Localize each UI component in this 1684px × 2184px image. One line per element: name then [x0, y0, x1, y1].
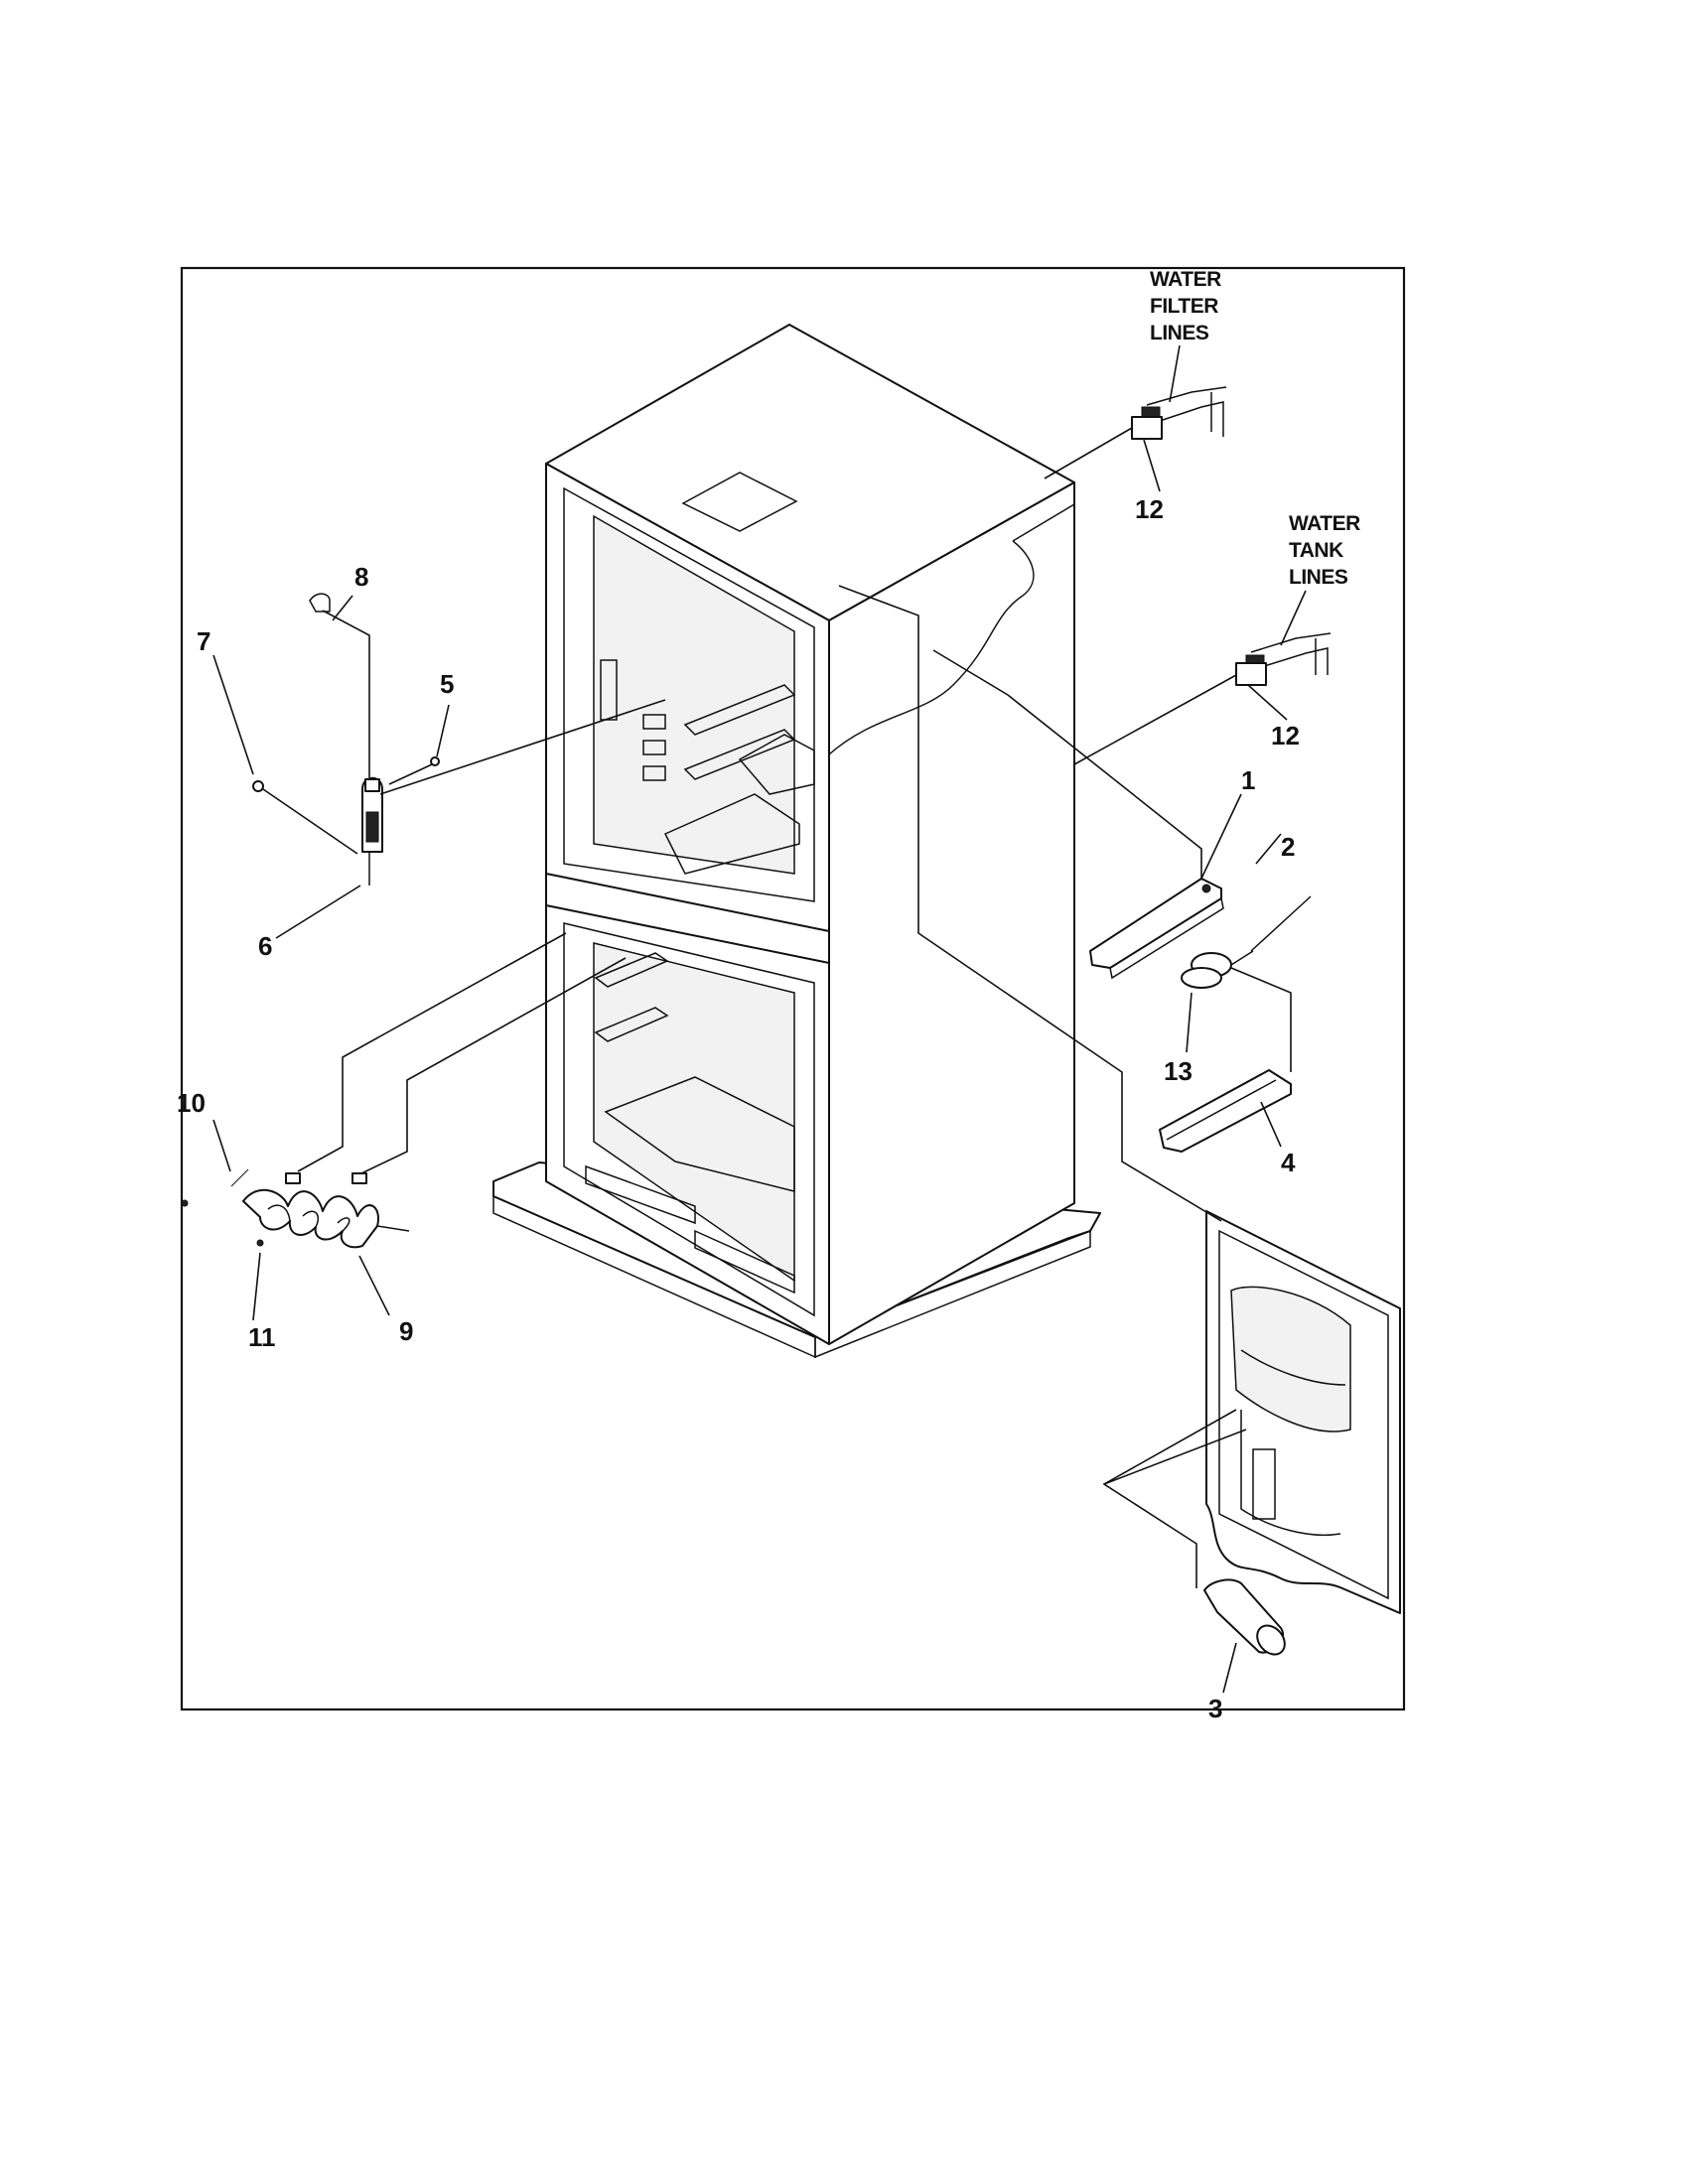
callout-12-lower: 12 [1271, 721, 1300, 751]
callout-13: 13 [1164, 1056, 1193, 1086]
water-line-connector-lower [1235, 632, 1332, 686]
callout-2: 2 [1281, 832, 1295, 862]
water-filter-lines-line-1: WATER [1150, 268, 1221, 291]
callout-labels: 1 2 3 4 5 6 7 8 9 10 11 12 12 13 [177, 494, 1300, 1723]
water-filter-lines-note: WATER FILTER LINES [1150, 268, 1222, 344]
refrigerator-door [1205, 1210, 1401, 1614]
leader-lines [212, 427, 1292, 1694]
water-filter-lines-line-3: LINES [1150, 322, 1209, 344]
water-tank-lines-line-2: TANK [1289, 539, 1343, 562]
water-line-connector-upper [1131, 386, 1227, 440]
callout-5: 5 [440, 669, 454, 699]
hinge-assembly [252, 593, 440, 886]
callout-10: 10 [177, 1088, 206, 1118]
callout-3: 3 [1208, 1694, 1222, 1723]
callout-8: 8 [354, 562, 368, 592]
diagram-frame [180, 266, 1406, 1711]
water-tank-lines-note: WATER TANK LINES [1289, 512, 1361, 589]
water-tank-lines-line-1: WATER [1289, 512, 1360, 535]
water-filter-lines-line-2: FILTER [1150, 295, 1218, 318]
callout-9: 9 [399, 1316, 413, 1346]
heater-assembly [181, 1168, 410, 1249]
part-13-thermostat [1181, 950, 1254, 989]
callout-1: 1 [1241, 765, 1255, 795]
refrigerator-cabinet [492, 324, 1101, 1359]
callout-4: 4 [1281, 1148, 1296, 1177]
callout-12-upper: 12 [1135, 494, 1164, 524]
callout-7: 7 [197, 626, 210, 656]
callout-11: 11 [248, 1322, 276, 1352]
part-2-probe [1250, 895, 1312, 952]
callout-6: 6 [258, 931, 272, 961]
part-3-water-filter [1203, 1578, 1286, 1656]
water-tank-lines-line-3: LINES [1289, 566, 1348, 589]
part-4-trough [1159, 1069, 1292, 1153]
